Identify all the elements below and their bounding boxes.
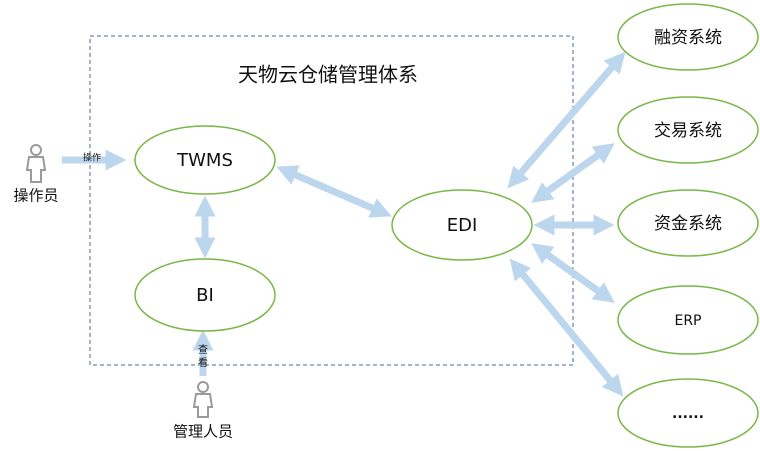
- node-bi: BI: [134, 258, 276, 332]
- arrow-edi-more: [509, 258, 624, 397]
- node-more: ......: [617, 378, 759, 448]
- node-erp: ERP: [617, 285, 759, 355]
- arrow-edi-trading: [531, 143, 615, 203]
- node-edi-label: EDI: [447, 215, 478, 236]
- actor-manager-label: 管理人员: [173, 423, 233, 441]
- arrow-edi-financing: [507, 51, 626, 189]
- edge-label-operate: 操作: [83, 152, 101, 164]
- node-funds-label: 资金系统: [654, 214, 722, 234]
- actor-operator-label: 操作员: [13, 187, 58, 205]
- node-erp-label: ERP: [674, 313, 701, 329]
- node-edi: EDI: [391, 189, 533, 261]
- actor-manager-icon: [192, 381, 214, 418]
- actor-operator-icon: [25, 144, 47, 183]
- node-trading-label: 交易系统: [654, 121, 722, 141]
- node-financing-label: 融资系统: [654, 28, 722, 48]
- edge-label-view-1: 查: [198, 343, 208, 356]
- node-funds: 资金系统: [617, 189, 759, 257]
- arrow-twms-edi: [276, 165, 392, 218]
- node-twms: TWMS: [134, 125, 276, 195]
- node-twms-label: TWMS: [176, 150, 233, 171]
- node-financing: 融资系统: [617, 3, 759, 71]
- system-title: 天物云仓储管理体系: [238, 63, 418, 87]
- node-trading: 交易系统: [617, 96, 759, 164]
- node-more-label: ......: [672, 406, 704, 422]
- node-bi-label: BI: [196, 285, 214, 306]
- edge-label-view-2: 看: [198, 356, 208, 369]
